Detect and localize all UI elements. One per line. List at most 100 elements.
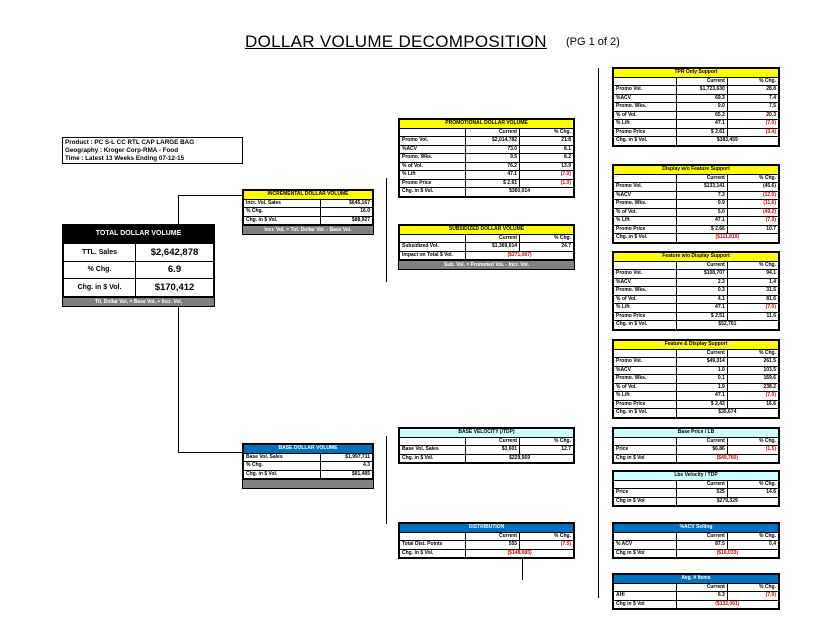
column-header: % Chg.: [726, 76, 780, 86]
row-value: $52,701: [675, 320, 780, 330]
row-label: Promo. Wks.: [613, 199, 677, 209]
row-current: 9.5: [465, 153, 521, 163]
row-label: Promo Price: [613, 311, 677, 321]
row-change: 261.5: [726, 357, 780, 367]
box-title-row: Feature w/o Display Support: [613, 252, 779, 262]
box-title-row: Feature & Display Support: [613, 340, 779, 350]
column-header: % Chg.: [726, 173, 780, 183]
row-change: 81.6: [726, 294, 780, 304]
box-title-row: Avg. # Items: [613, 574, 779, 584]
row-change: 16.6: [726, 399, 780, 409]
row-current: $ 2.61: [675, 127, 728, 137]
box-title-row: Base Price / LB: [613, 428, 779, 438]
box-title-row: PROMOTIONAL DOLLAR VOLUME: [399, 119, 574, 129]
column-header-row: Current% Chg.: [613, 260, 780, 270]
row-current: 525: [675, 488, 728, 498]
box-title: Feature w/o Display Support: [613, 252, 779, 262]
box-title-row: %ACV Selling: [613, 523, 779, 533]
column-header-row: Current% Chg.: [613, 348, 780, 358]
column-header-row: Current% Chg.: [613, 531, 780, 541]
box-title: Lbs Velocity / TDP: [613, 471, 779, 481]
row-value: ($271,087): [465, 250, 574, 260]
row-change: (1.5): [726, 445, 780, 455]
row-change: 31.5: [726, 286, 780, 296]
row-label: Promo Vol.: [613, 85, 677, 95]
row-label: Promo. Wks.: [613, 286, 677, 296]
row-change: (12.0): [726, 190, 780, 200]
column-header-blank: [613, 348, 677, 358]
row-current: 0.3: [675, 286, 728, 296]
row-change: 11.6: [726, 311, 780, 321]
report-info: Product : PC S-L CC RTL CAP LARGE BAG Ge…: [62, 137, 243, 164]
row-label: % of Vol.: [613, 294, 677, 304]
row-value: 16.0: [320, 207, 373, 217]
row-label: %ACV: [613, 190, 677, 200]
row-label: Chg. in $ Vol.: [63, 278, 136, 297]
row-label: %ACV: [613, 93, 677, 103]
box-title: TPR Only Support: [613, 68, 779, 78]
box-footer: Incr. Vol. = Tot. Dollar Vol. - Base Vol…: [243, 225, 373, 234]
connector-line: [598, 68, 599, 598]
row-change: 21.8: [519, 136, 574, 146]
column-header: Current: [675, 348, 728, 358]
column-header: Current: [675, 531, 728, 541]
row-label: Promo Vol.: [398, 136, 467, 146]
row-current: 47.1: [675, 216, 728, 226]
row-value: ($148,085): [465, 548, 574, 558]
row-change: 13.9: [519, 161, 574, 171]
table-row: Base Vol. Sales$1,997,711: [242, 452, 373, 462]
row-label: Promo Vol.: [613, 357, 677, 367]
box-title: Display w/o Feature Support: [613, 165, 779, 175]
column-header: % Chg.: [519, 436, 574, 446]
row-current: $ 2.43: [675, 399, 728, 409]
row-value: $2,642,878: [135, 243, 214, 262]
row-label: Chg. in $ Vol.: [613, 136, 677, 146]
row-label: % Lift: [613, 303, 677, 313]
row-current: 47.1: [675, 119, 728, 129]
row-label: Chg. in $ Vol.: [398, 187, 467, 197]
row-value: ($16,033): [675, 548, 780, 558]
change-in-dollar-row: Chg. in $ Vol.($111,819): [613, 233, 780, 243]
table-row: TTL. Sales$2,642,878: [63, 243, 214, 262]
row-label: Promo Vol.: [613, 182, 677, 192]
geography-label: Geography : Kroger Corp-RMA - Food: [65, 147, 179, 154]
box-title: %ACV Selling: [613, 523, 779, 533]
column-header-row: Current% Chg.: [398, 233, 574, 243]
column-header: Current: [675, 582, 728, 592]
row-change: (7.0): [726, 216, 780, 226]
row-value: $81,485: [320, 469, 373, 479]
row-current: 0.1: [675, 374, 728, 384]
row-value: $645,167: [320, 198, 373, 208]
connector-line: [386, 178, 387, 282]
row-label: Price: [613, 445, 677, 455]
column-header: Current: [465, 436, 521, 446]
row-change: 103.5: [726, 365, 780, 375]
row-value: ($132,061): [675, 599, 780, 609]
base-velocity-box: BASE VELOCITY (/TDP)Current% Chg.Base Vo…: [398, 427, 575, 464]
connector-line: [178, 452, 242, 453]
column-header: % Chg.: [726, 260, 780, 270]
column-header-blank: [398, 233, 467, 243]
row-change: (1.0): [519, 178, 574, 188]
row-change: (7.5): [519, 540, 574, 550]
column-header: Current: [675, 436, 728, 446]
row-label: Chg. in $ Vol.: [242, 469, 322, 479]
row-label: % of Vol.: [613, 110, 677, 120]
column-header: % Chg.: [726, 348, 780, 358]
table-row: Chg. in $ Vol.$88,927: [242, 215, 373, 225]
table-row: % Chg.4.3: [242, 461, 373, 471]
row-current: 4.1: [675, 294, 728, 304]
row-current: $2,014,782: [465, 136, 521, 146]
table-row: Incr. Vol. Sales$645,167: [242, 198, 373, 208]
row-label: % of Vol.: [613, 207, 677, 217]
box-title: Base Price / LB: [613, 428, 779, 438]
